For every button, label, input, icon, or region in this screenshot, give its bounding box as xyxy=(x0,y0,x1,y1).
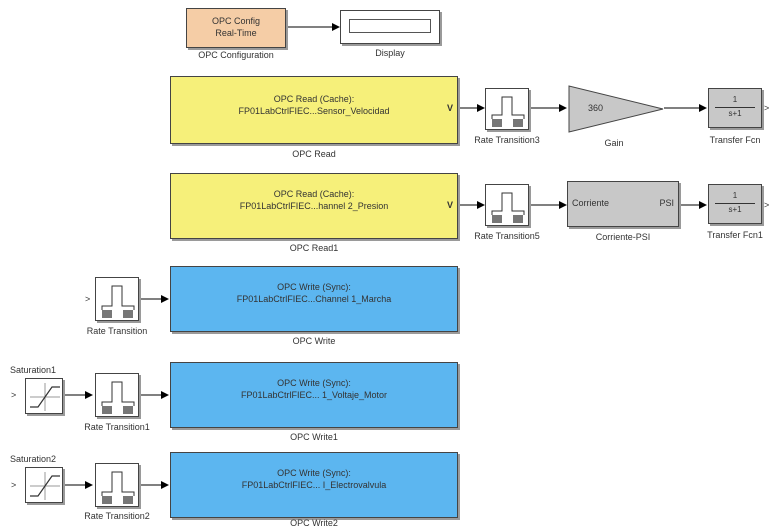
saturation2-label: Saturation2 xyxy=(10,454,57,464)
opc-read1-port: V xyxy=(446,200,453,210)
opc-write-line1: OPC Write (Sync): xyxy=(277,282,351,292)
output-chevron: > xyxy=(764,103,769,113)
opc-read-block[interactable]: OPC Read (Cache): FP01LabCtrlFIEC...Sens… xyxy=(170,76,458,144)
transfer-fcn-num: 1 xyxy=(732,95,738,104)
display-block[interactable] xyxy=(340,10,440,44)
transfer-fcn-block[interactable]: 1 s+1 xyxy=(708,88,762,128)
opc-write-label: OPC Write xyxy=(292,336,336,346)
rate-transition-block[interactable] xyxy=(95,277,139,321)
opc-write-block[interactable]: OPC Write (Sync): FP01LabCtrlFIEC...Chan… xyxy=(170,266,458,332)
transfer-fcn1-block[interactable]: 1 s+1 xyxy=(708,184,762,224)
transfer-fcn1-num: 1 xyxy=(732,191,738,200)
input-chevron: > xyxy=(11,390,16,400)
rate-transition-icon xyxy=(101,471,135,504)
gain-value: 360 xyxy=(588,103,604,113)
opc-write1-label: OPC Write1 xyxy=(290,432,338,442)
fraction-bar xyxy=(715,203,755,204)
opc-write2-block[interactable]: OPC Write (Sync): FP01LabCtrlFIEC... I_E… xyxy=(170,452,458,518)
rate-transition1-label: Rate Transition1 xyxy=(84,422,150,432)
rate-transition2-label: Rate Transition2 xyxy=(84,511,150,521)
saturation1-block[interactable] xyxy=(25,378,63,414)
opc-read-line2: FP01LabCtrlFIEC...Sensor_Velocidad xyxy=(238,106,390,116)
opc-config-block[interactable]: OPC Config Real-Time xyxy=(186,8,286,48)
opc-write2-label: OPC Write2 xyxy=(290,518,338,528)
opc-read1-label: OPC Read1 xyxy=(289,243,339,253)
corriente-psi-block[interactable]: Corriente PSI xyxy=(567,181,679,227)
opc-write2-line1: OPC Write (Sync): xyxy=(277,468,351,478)
rate-transition3-block[interactable] xyxy=(485,88,529,130)
input-chevron: > xyxy=(85,294,90,304)
rate-transition5-block[interactable] xyxy=(485,184,529,226)
display-screen xyxy=(349,19,431,33)
saturation2-block[interactable] xyxy=(25,467,63,503)
opc-read1-line2: FP01LabCtrlFIEC...hannel 2_Presion xyxy=(239,201,389,211)
rate-transition-icon xyxy=(101,381,135,414)
rate-transition-icon xyxy=(101,285,135,318)
opc-config-label: OPC Configuration xyxy=(198,50,274,60)
opc-config-line2: Real-Time xyxy=(215,28,257,38)
rate-transition-label: Rate Transition xyxy=(86,326,148,336)
opc-write-line2: FP01LabCtrlFIEC...Channel 1_Marcha xyxy=(236,294,392,304)
corriente-in-port: Corriente xyxy=(572,198,610,208)
opc-read1-block[interactable]: OPC Read (Cache): FP01LabCtrlFIEC...hann… xyxy=(170,173,458,239)
corriente-psi-label: Corriente-PSI xyxy=(595,232,651,242)
rate-transition-icon xyxy=(491,192,525,223)
display-label: Display xyxy=(375,48,405,58)
rate-transition5-label: Rate Transition5 xyxy=(474,231,540,241)
transfer-fcn1-den: s+1 xyxy=(728,205,742,214)
opc-write1-line2: FP01LabCtrlFIEC... 1_Voltaje_Motor xyxy=(240,390,388,400)
opc-read-line1: OPC Read (Cache): xyxy=(273,94,355,104)
transfer-fcn-label: Transfer Fcn xyxy=(709,135,761,145)
gain-block[interactable] xyxy=(567,84,665,134)
saturation1-label: Saturation1 xyxy=(10,365,57,375)
gain-label: Gain xyxy=(604,138,624,148)
rate-transition2-block[interactable] xyxy=(95,463,139,507)
psi-out-port: PSI xyxy=(659,198,674,208)
saturation-icon xyxy=(30,472,60,500)
transfer-fcn1-label: Transfer Fcn1 xyxy=(707,230,763,240)
transfer-fcn-den: s+1 xyxy=(728,109,742,118)
opc-read1-line1: OPC Read (Cache): xyxy=(273,189,355,199)
rate-transition-icon xyxy=(491,96,525,127)
rate-transition3-label: Rate Transition3 xyxy=(474,135,540,145)
opc-write1-line1: OPC Write (Sync): xyxy=(277,378,351,388)
input-chevron: > xyxy=(11,480,16,490)
opc-read-label: OPC Read xyxy=(292,149,336,159)
opc-config-line1: OPC Config xyxy=(211,16,261,26)
opc-write1-block[interactable]: OPC Write (Sync): FP01LabCtrlFIEC... 1_V… xyxy=(170,362,458,428)
saturation-icon xyxy=(30,383,60,411)
fraction-bar xyxy=(715,107,755,108)
rate-transition1-block[interactable] xyxy=(95,373,139,417)
opc-read-port: V xyxy=(446,103,453,113)
opc-write2-line2: FP01LabCtrlFIEC... I_Electrovalvula xyxy=(241,480,387,490)
output-chevron: > xyxy=(764,200,769,210)
